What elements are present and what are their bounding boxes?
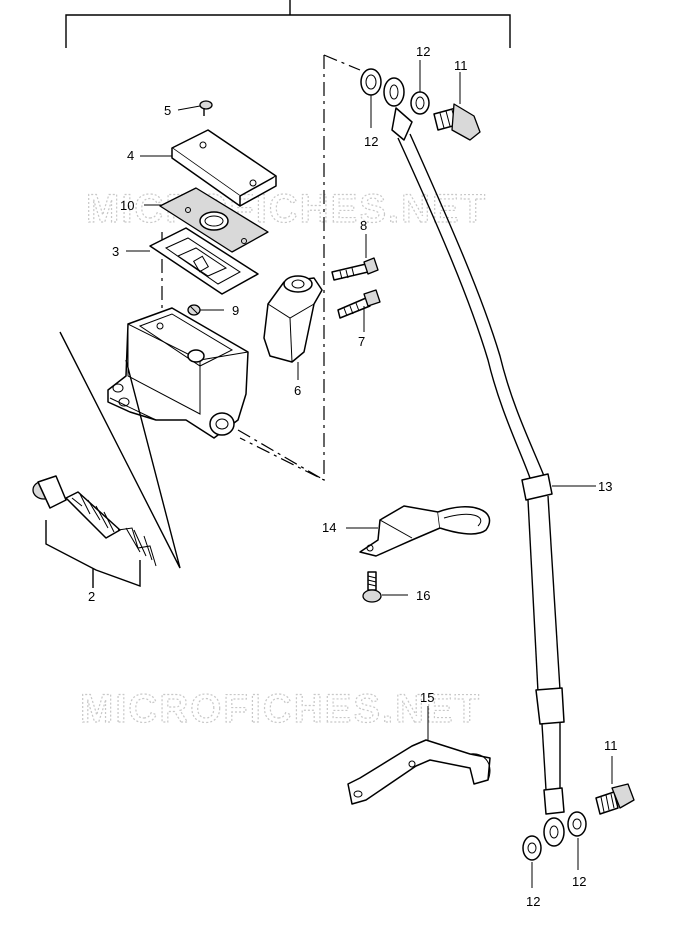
- screw-part-16: [362, 571, 408, 603]
- label-part-12-bottom-left: 12: [526, 894, 540, 909]
- clamp-part-14: [346, 505, 491, 557]
- label-part-11-top: 11: [454, 58, 468, 73]
- label-part-14: 14: [322, 520, 336, 535]
- label-part-10: 10: [120, 198, 134, 213]
- label-part-12-bottom-right: 12: [572, 874, 586, 889]
- washer-bottom-right: [567, 811, 587, 870]
- bolt-part-7: [337, 289, 381, 332]
- label-part-3: 3: [112, 244, 119, 259]
- washer-top-left: [360, 68, 382, 128]
- diaphragm-part-3: [149, 227, 259, 295]
- reservoir-cover-part-4: [171, 129, 277, 207]
- brake-hose-part-13: [383, 77, 596, 847]
- master-cylinder-body: [107, 307, 249, 439]
- watermark-top: MICROFICHES.NET: [86, 187, 487, 231]
- label-part-5: 5: [164, 103, 171, 118]
- leader-lines: [126, 105, 224, 311]
- washer-top-right: [410, 60, 430, 115]
- label-part-6: 6: [294, 383, 301, 398]
- label-part-13: 13: [598, 479, 612, 494]
- label-part-4: 4: [127, 148, 134, 163]
- holder-part-6: [263, 275, 323, 380]
- watermark-bottom: MICROFICHES.NET: [80, 687, 481, 731]
- banjo-bolt-bottom-part-11: [595, 756, 635, 815]
- banjo-bolt-top-part-11: [433, 72, 481, 141]
- washer-bottom-left: [522, 835, 542, 888]
- diaphragm-plate-part-10: [159, 187, 269, 253]
- explode-guide-lines: [161, 54, 361, 481]
- label-part-12-top-left: 12: [364, 134, 378, 149]
- piston-explode-triangle: [59, 331, 181, 569]
- float-part-9: [187, 304, 201, 316]
- label-part-12-top-right: 12: [416, 44, 430, 59]
- label-part-16: 16: [416, 588, 430, 603]
- guide-line-body: [237, 429, 325, 481]
- screw-part-5: [199, 100, 213, 116]
- label-part-11-bottom: 11: [604, 738, 618, 753]
- label-part-7: 7: [358, 334, 365, 349]
- label-part-8: 8: [360, 218, 367, 233]
- bracket-part-15: [347, 706, 491, 805]
- piston-kit-part-2: [32, 475, 157, 588]
- assembly-bracket: [65, 0, 511, 48]
- label-part-2: 2: [88, 589, 95, 604]
- label-part-15: 15: [420, 690, 434, 705]
- label-part-9: 9: [232, 303, 239, 318]
- bolt-part-8: [331, 234, 379, 281]
